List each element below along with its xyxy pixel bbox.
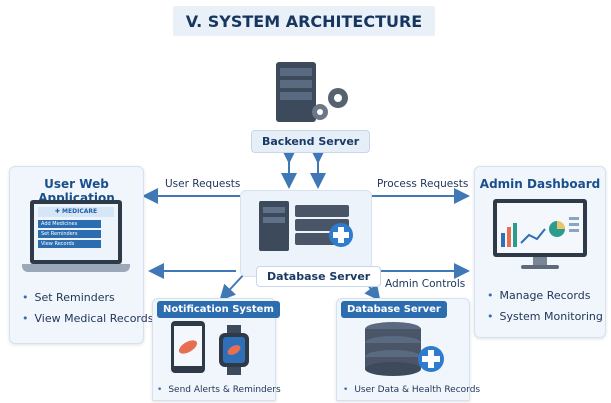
user-web-app-bullets: Set Reminders View Medical Records [22,291,154,333]
user-requests-label: User Requests [165,178,241,190]
database-stack-icon [365,322,444,376]
screen-menu-item: Set Reminders [38,230,101,238]
notification-system-title: Notification System [157,301,280,318]
db-to-notification-arrow [219,271,247,301]
database-storage-title: Database Server [341,301,447,318]
database-server-node [240,190,372,277]
database-server-label: Database Server [256,266,382,287]
screen-menu-item: View Records [38,240,101,248]
database-storage-bullets: User Data & Health Records [343,385,480,403]
page-title: V. SYSTEM ARCHITECTURE [173,6,435,36]
screen-brand: MEDICARE [62,208,98,215]
process-requests-label: Process Requests [377,178,469,190]
bullet-item: View Medical Records [22,312,154,325]
backend-server-label: Backend Server [251,130,371,153]
admin-dashboard-bullets: Manage Records System Monitoring [487,289,603,331]
backend-server-icon [268,58,352,126]
monitor-icon [493,199,587,275]
notification-bullets: Send Alerts & Reminders [157,385,280,403]
admin-controls-label: Admin Controls [385,278,466,290]
database-server-icon [259,201,353,251]
bullet-item: System Monitoring [487,310,603,323]
bullet-item: Set Reminders [22,291,153,304]
admin-dashboard-title: Admin Dashboard [479,177,601,191]
notification-system-panel: Notification System Send Alerts & Remind… [152,298,281,401]
screen-menu-item: Add Medicines [38,220,101,228]
bullet-item: Manage Records [487,289,603,302]
database-storage-panel: Database Server User Data & Health Recor… [336,298,480,401]
laptop-icon: ✚ MEDICARE Add Medicines Set Reminders V… [22,200,130,276]
bullet-item: Send Alerts & Reminders [157,385,280,395]
user-web-app-panel: User Web Application ✚ MEDICARE Add Medi… [9,166,153,344]
bullet-item: User Data & Health Records [343,385,480,395]
admin-dashboard-panel: Admin Dashboard Manage Records System Mo… [474,166,606,338]
phone-watch-icon [171,321,249,375]
